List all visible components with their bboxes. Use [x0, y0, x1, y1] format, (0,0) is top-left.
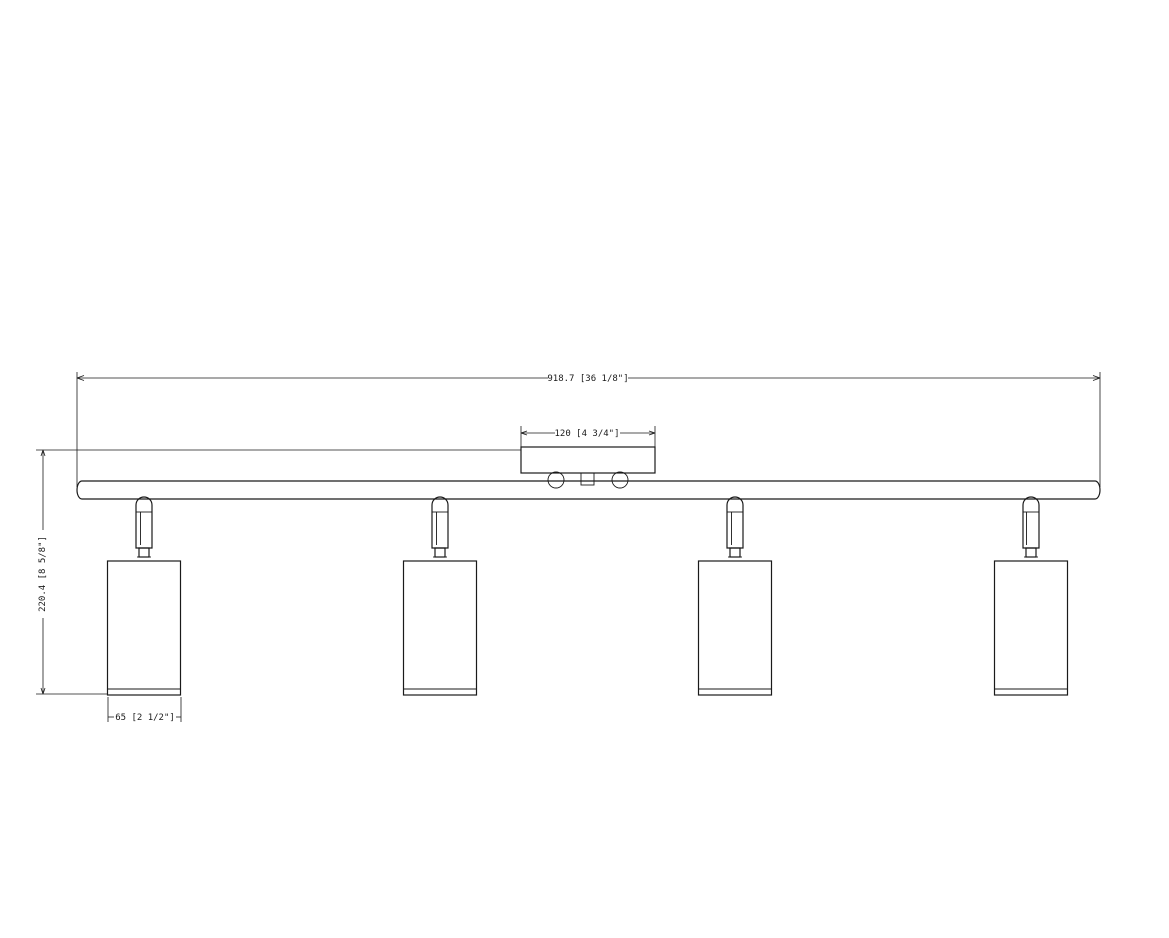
spotlight-4: [993, 496, 1069, 696]
swivel-knuckle: [1022, 496, 1040, 549]
shade-diameter-label: 65 [2 1/2"]: [115, 713, 175, 723]
ceiling-canopy: [520, 446, 656, 489]
spotlight-shade: [993, 560, 1069, 696]
swivel-knuckle: [135, 496, 153, 549]
swivel-knuckle: [431, 496, 449, 549]
shade-diameter-dimension: 65 [2 1/2"]: [107, 697, 182, 723]
spotlight-group: [106, 496, 1069, 696]
overall-height-dimension: 220.4 [8 5/8"]: [36, 449, 521, 695]
spotlight-shade: [106, 560, 182, 696]
spotlight-3: [697, 496, 773, 696]
spotlight-1: [106, 496, 182, 696]
spotlight-2: [402, 496, 478, 696]
spotlight-neck: [434, 547, 446, 558]
spotlight-shade: [402, 560, 478, 696]
spotlight-neck: [138, 547, 150, 558]
spotlight-neck: [729, 547, 741, 558]
spotlight-neck: [1025, 547, 1037, 558]
spotlight-shade: [697, 560, 773, 696]
canopy-width-dimension: 120 [4 3/4"]: [520, 426, 656, 447]
overall-height-label: 220.4 [8 5/8"]: [38, 536, 48, 612]
overall-length-label: 918.7 [36 1/8"]: [547, 374, 628, 384]
canopy-width-label: 120 [4 3/4"]: [554, 429, 619, 439]
rail-bar: [76, 480, 1101, 500]
swivel-knuckle: [726, 496, 744, 549]
overall-length-dimension: 918.7 [36 1/8"]: [76, 372, 1101, 487]
